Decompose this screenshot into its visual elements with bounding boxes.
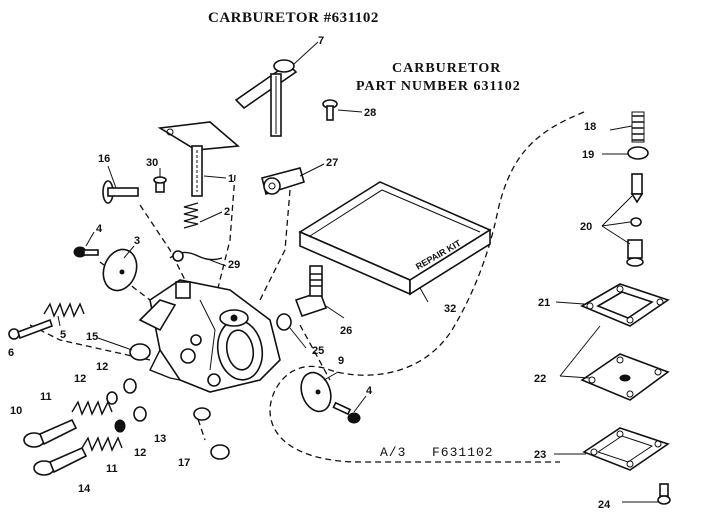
callout-2: 2 <box>224 206 230 218</box>
inlet-needle-part-20 <box>626 173 644 267</box>
callout-12-mid: 12 <box>74 373 86 385</box>
o-ring-part-12-upper <box>123 378 137 394</box>
callout-16: 16 <box>98 153 110 165</box>
spring-clip-part-29 <box>169 250 223 262</box>
gasket-part-21 <box>580 283 670 327</box>
callout-4-left: 4 <box>96 223 103 235</box>
needle-spring-part-11-lower <box>81 436 123 452</box>
screw-part-4-right <box>332 401 361 424</box>
callout-7: 7 <box>318 35 324 47</box>
choke-lever-part-7 <box>234 59 298 137</box>
plug-part-15 <box>129 343 151 361</box>
callout-15: 15 <box>86 331 98 343</box>
subtitle-line1: CARBURETOR <box>392 61 501 76</box>
dashed-leader-d <box>214 174 236 301</box>
repair-kit-box-part-32: REPAIR KIT <box>298 181 492 296</box>
callout-25: 25 <box>312 345 324 357</box>
callout-3: 3 <box>134 235 140 247</box>
throttle-disc-part-3 <box>102 248 138 292</box>
callout-22: 22 <box>534 373 546 385</box>
screw-part-30 <box>153 176 167 193</box>
leader-lines <box>57 41 658 503</box>
footer-figure-number: F631102 <box>432 445 494 460</box>
washer-part-25 <box>276 313 292 331</box>
needle-spring-part-11-upper <box>71 400 113 416</box>
callout-13: 13 <box>154 433 166 445</box>
carburetor-body <box>138 279 281 393</box>
inlet-fitting-part-26 <box>294 265 328 318</box>
gasket-ring-part-19 <box>627 146 649 160</box>
callout-27: 27 <box>326 157 338 169</box>
needle-seat-part-18 <box>631 111 645 143</box>
callout-6: 6 <box>8 347 14 359</box>
screw-part-4-left <box>73 246 99 258</box>
callout-18: 18 <box>584 121 596 133</box>
idle-spring-part-5 <box>43 302 85 318</box>
spring-part-2 <box>183 202 199 229</box>
plug-part-17 <box>193 407 230 460</box>
screw-part-24 <box>657 483 671 505</box>
callout-1: 1 <box>228 173 234 185</box>
screw-part-28 <box>322 99 338 121</box>
dashed-leader-c <box>259 189 291 301</box>
callout-24: 24 <box>598 499 611 511</box>
callout-5: 5 <box>60 329 66 341</box>
callout-numbers: 7 28 27 16 30 1 2 4 3 29 5 6 15 12 12 11… <box>8 35 611 511</box>
throttle-plate-part-1 <box>157 121 240 197</box>
dashed-leader-g <box>299 324 331 381</box>
o-ring-part-12-mid <box>106 391 118 405</box>
diaphragm-part-22 <box>580 353 670 401</box>
callout-29: 29 <box>228 259 240 271</box>
choke-bracket-part-27 <box>261 167 305 196</box>
shaft-part-16 <box>102 180 139 204</box>
callout-26: 26 <box>340 325 352 337</box>
cover-part-23 <box>582 427 670 471</box>
callout-17: 17 <box>178 457 190 469</box>
idle-screw-part-6 <box>8 318 54 340</box>
callout-19: 19 <box>582 149 594 161</box>
o-ring-part-13 <box>133 406 147 422</box>
callout-23: 23 <box>534 449 546 461</box>
callout-9: 9 <box>338 355 344 367</box>
o-ring-part-12-lower <box>114 419 126 433</box>
callout-14: 14 <box>78 483 91 495</box>
callout-32: 32 <box>444 303 456 315</box>
needle-screw-part-10 <box>23 418 78 448</box>
callout-11-upper: 11 <box>40 391 52 403</box>
callout-4-right: 4 <box>366 385 373 397</box>
diagram-heading: CARBURETOR #631102 <box>208 10 379 26</box>
callout-30: 30 <box>146 157 158 169</box>
callout-11-lower: 11 <box>106 463 118 475</box>
needle-screw-part-14 <box>33 446 88 476</box>
footer-sheet: A/3 <box>380 445 406 460</box>
repair-kit-boundary <box>269 111 585 463</box>
dashed-leader-a <box>139 204 191 291</box>
cover-disc-part-9 <box>300 371 332 413</box>
callout-20: 20 <box>580 221 592 233</box>
subtitle-line2: PART NUMBER 631102 <box>356 79 521 94</box>
callout-12-lower: 12 <box>134 447 146 459</box>
callout-10: 10 <box>10 405 22 417</box>
callout-21: 21 <box>538 297 550 309</box>
callout-12-upper: 12 <box>96 361 108 373</box>
callout-28: 28 <box>364 107 376 119</box>
